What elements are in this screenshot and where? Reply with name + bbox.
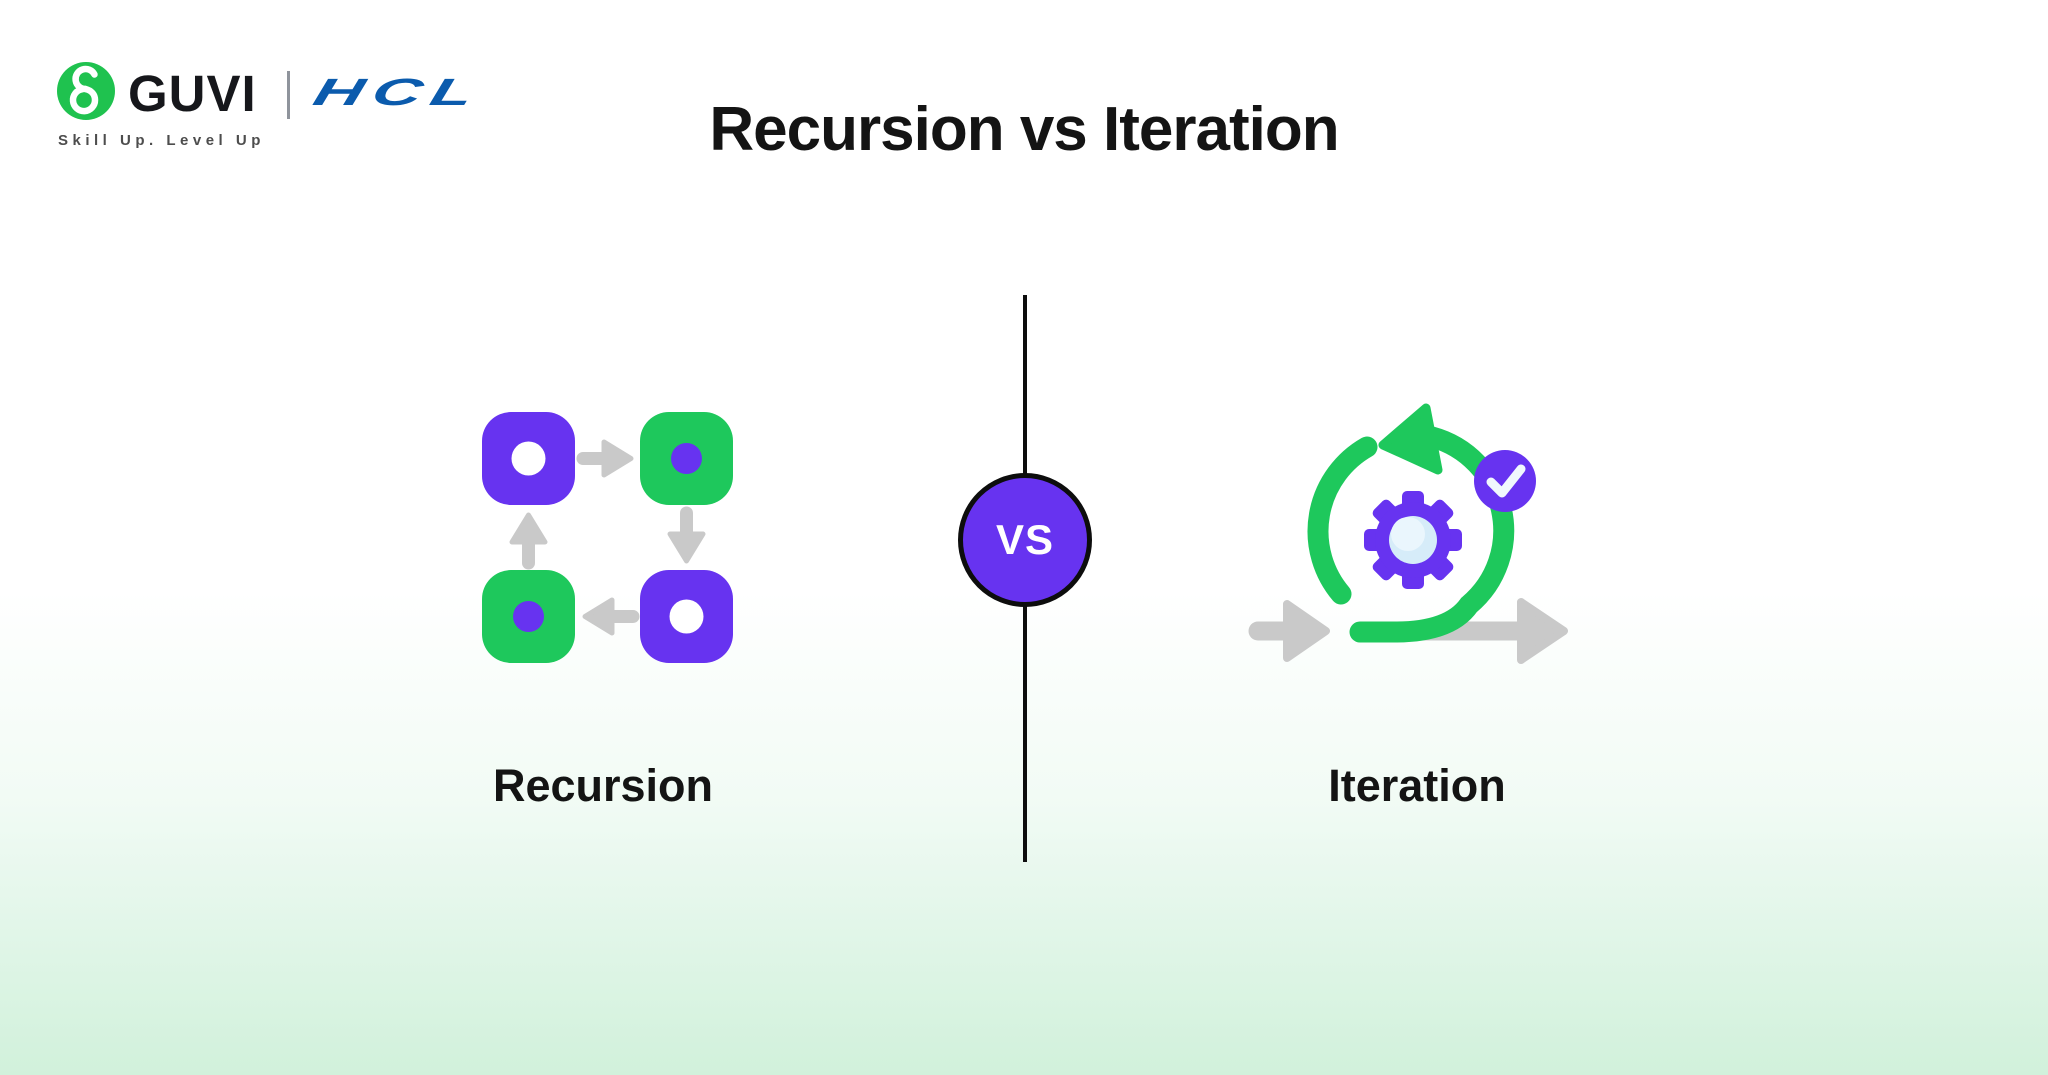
recursion-node-bottom-left [482,570,575,663]
brand-divider [287,71,290,119]
recursion-node-top-right [640,412,733,505]
vs-label: VS [995,516,1055,563]
arrow-right-icon [576,439,634,478]
iteration-loop-icon [1248,403,1568,664]
recursion-node-top-left [482,412,575,505]
guvi-wordmark: GUVI [128,65,257,122]
recursion-cycle-icon [482,412,733,663]
loop-arrow-icon [1307,403,1515,643]
arrow-up-icon [509,512,548,570]
arrow-down-icon [667,506,706,564]
iteration-label: Iteration [1328,760,1506,811]
check-badge-icon [1474,450,1536,512]
vs-badge: VS [958,473,1092,607]
page-title: Recursion vs Iteration [709,95,1339,164]
arrow-left-icon [582,597,640,636]
recursion-node-bottom-right [640,570,733,663]
recursion-label: Recursion [492,760,714,811]
gear-icon [1364,491,1462,589]
arrow-lead-in-icon [1248,600,1330,662]
guvi-logo-icon [57,62,115,120]
brand-tagline: Skill Up. Level Up [58,132,265,149]
guvi-glyph-icon [69,65,99,115]
